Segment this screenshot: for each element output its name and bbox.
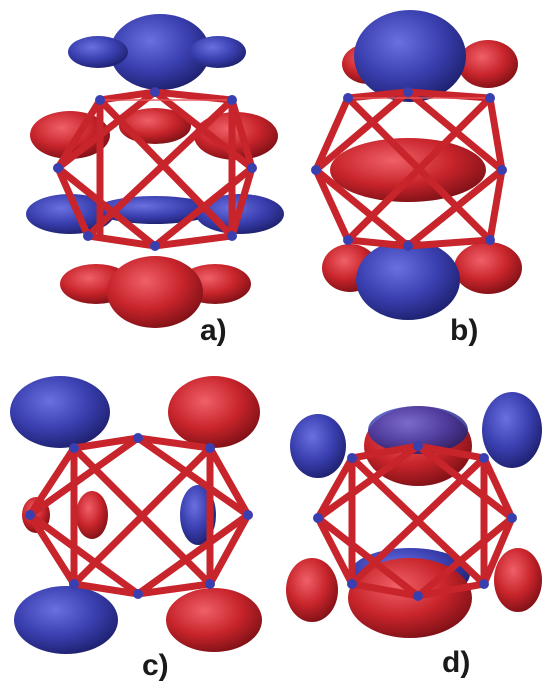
vertex-atom <box>247 163 257 173</box>
positive-lobe <box>454 242 522 294</box>
panel-d: d) <box>286 392 542 679</box>
vertex-atom <box>227 95 237 105</box>
positive-lobe <box>458 40 518 88</box>
vertex-atom <box>343 93 353 103</box>
panel-label-b: b) <box>450 314 478 347</box>
vertex-atom <box>343 235 353 245</box>
vertex-atom <box>83 231 93 241</box>
vertex-atom <box>205 443 215 453</box>
vertex-atom <box>95 95 105 105</box>
negative-lobe <box>190 36 246 68</box>
cluster-framework <box>25 433 253 599</box>
panel-label-c: c) <box>142 649 169 681</box>
vertex-atom <box>53 163 63 173</box>
vertex-atom <box>413 591 423 601</box>
panel-b: b) <box>311 10 522 347</box>
vertex-atom <box>69 443 79 453</box>
negative-lobe <box>14 586 118 654</box>
vertex-atom <box>347 579 357 589</box>
positive-lobe <box>107 256 203 328</box>
negative-lobe <box>26 194 114 234</box>
positive-lobe <box>494 548 542 612</box>
vertex-atom <box>313 513 323 523</box>
negative-lobe <box>10 376 110 448</box>
vertex-atom <box>507 513 517 523</box>
negative-lobe <box>290 414 346 478</box>
negative-lobe <box>354 10 466 102</box>
vertex-atom <box>227 231 237 241</box>
vertex-atom <box>479 453 489 463</box>
positive-lobe <box>166 588 262 652</box>
negative-lobe <box>482 392 542 468</box>
positive-lobe <box>194 112 278 160</box>
vertex-atom <box>403 241 413 251</box>
vertex-atom <box>497 165 507 175</box>
positive-lobe <box>330 138 486 202</box>
vertex-atom <box>205 579 215 589</box>
panel-a: a) <box>26 14 284 347</box>
vertex-atom <box>403 87 413 97</box>
vertex-atom <box>150 241 160 251</box>
positive-lobe <box>286 558 338 622</box>
vertex-atom <box>69 579 79 589</box>
vertex-atom <box>479 579 489 589</box>
negative-lobe <box>110 14 210 90</box>
vertex-atom <box>413 441 423 451</box>
vertex-atom <box>347 453 357 463</box>
negative-lobe <box>368 406 468 454</box>
vertex-atom <box>485 235 495 245</box>
positive-lobe <box>76 491 108 539</box>
vertex-atom <box>150 87 160 97</box>
vertex-atom <box>243 510 253 520</box>
vertex-atom <box>133 433 143 443</box>
vertex-atom <box>311 165 321 175</box>
vertex-atom <box>25 510 35 520</box>
panel-label-a: a) <box>200 314 227 347</box>
cluster-framework <box>313 441 517 601</box>
panel-label-d: d) <box>442 646 470 679</box>
negative-lobe <box>68 36 128 68</box>
positive-lobe <box>168 376 260 448</box>
negative-lobe <box>356 240 460 320</box>
vertex-atom <box>485 93 495 103</box>
vertex-atom <box>133 589 143 599</box>
cluster-framework <box>311 87 507 251</box>
cluster-framework <box>53 87 257 251</box>
panel-c: c) <box>10 376 262 681</box>
